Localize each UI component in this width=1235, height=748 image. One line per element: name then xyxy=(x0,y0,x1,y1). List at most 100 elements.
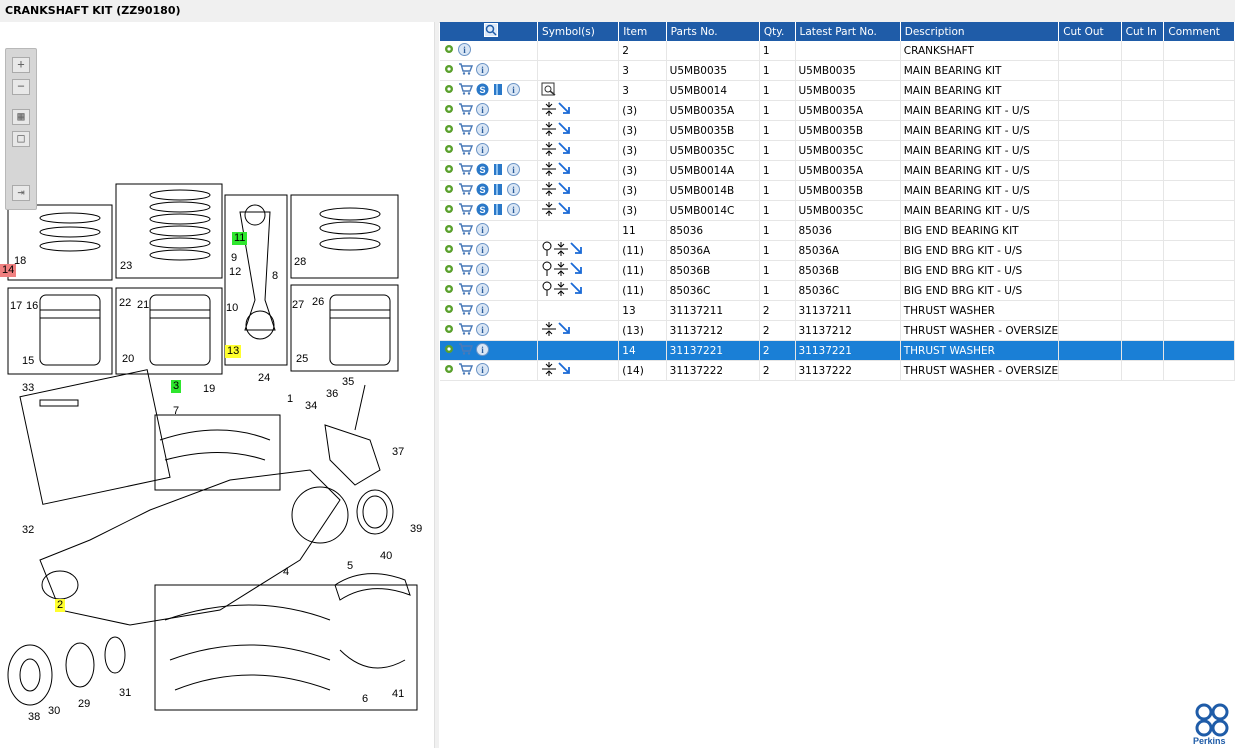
callout-7[interactable]: 7 xyxy=(173,405,180,417)
cart-icon[interactable] xyxy=(458,223,474,238)
service-icon[interactable]: S xyxy=(476,203,489,219)
info-icon[interactable]: i xyxy=(476,142,489,159)
cut-range-icon[interactable] xyxy=(541,181,557,200)
column-header-cut-out[interactable]: Cut Out xyxy=(1058,22,1122,41)
arrow-link-icon[interactable] xyxy=(557,361,573,380)
callout-35[interactable]: 35 xyxy=(342,376,355,388)
callout-9[interactable]: 9 xyxy=(231,252,238,264)
arrow-link-icon[interactable] xyxy=(569,241,585,260)
cut-range-icon[interactable] xyxy=(553,261,569,280)
callout-27[interactable]: 27 xyxy=(292,299,305,311)
service-icon[interactable]: S xyxy=(476,163,489,179)
info-icon[interactable]: i xyxy=(476,62,489,79)
callout-36[interactable]: 36 xyxy=(326,388,339,400)
diagram-pane[interactable]: + − ▦ □ ⇥ 14 18 23 28 11 9 12 8 10 13 17… xyxy=(0,22,434,748)
cart-icon[interactable] xyxy=(458,363,474,378)
cart-icon[interactable] xyxy=(458,83,474,98)
callout-26[interactable]: 26 xyxy=(312,296,325,308)
zoom-in-icon[interactable]: + xyxy=(12,57,30,73)
pin-icon[interactable] xyxy=(541,281,553,300)
info-icon[interactable]: i xyxy=(476,342,489,359)
arrow-link-icon[interactable] xyxy=(557,101,573,120)
info-icon[interactable]: i xyxy=(507,182,520,199)
cart-icon[interactable] xyxy=(458,183,474,198)
gear-icon[interactable] xyxy=(443,143,455,158)
cart-icon[interactable] xyxy=(458,283,474,298)
gear-icon[interactable] xyxy=(443,63,455,78)
book-icon[interactable] xyxy=(492,83,504,99)
gear-icon[interactable] xyxy=(443,363,455,378)
actual-size-icon[interactable]: □ xyxy=(12,131,30,147)
cut-range-icon[interactable] xyxy=(553,241,569,260)
callout-30[interactable]: 30 xyxy=(48,705,61,717)
cart-icon[interactable] xyxy=(458,203,474,218)
service-icon[interactable]: S xyxy=(476,183,489,199)
callout-20[interactable]: 20 xyxy=(122,353,135,365)
cart-icon[interactable] xyxy=(458,243,474,258)
cart-icon[interactable] xyxy=(458,263,474,278)
info-icon[interactable]: i xyxy=(476,362,489,379)
callout-5[interactable]: 5 xyxy=(347,560,354,572)
arrow-link-icon[interactable] xyxy=(557,141,573,160)
arrow-link-icon[interactable] xyxy=(569,261,585,280)
cart-icon[interactable] xyxy=(458,103,474,118)
drawing-reference-icon[interactable] xyxy=(541,82,557,99)
callout-11[interactable]: 11 xyxy=(232,232,248,245)
callout-37[interactable]: 37 xyxy=(392,446,405,458)
callout-41[interactable]: 41 xyxy=(392,688,405,700)
service-icon[interactable]: S xyxy=(476,83,489,99)
column-header-comment[interactable]: Comment xyxy=(1163,22,1235,41)
cart-icon[interactable] xyxy=(458,343,474,358)
callout-25[interactable]: 25 xyxy=(296,353,309,365)
gear-icon[interactable] xyxy=(443,243,455,258)
gear-icon[interactable] xyxy=(443,123,455,138)
column-header-cut-in[interactable]: Cut In xyxy=(1121,22,1165,41)
cut-range-icon[interactable] xyxy=(541,201,557,220)
column-header-symbols[interactable]: Symbol(s) xyxy=(537,22,620,41)
callout-28[interactable]: 28 xyxy=(294,256,307,268)
gear-icon[interactable] xyxy=(443,223,455,238)
callout-14[interactable]: 14 xyxy=(0,264,17,277)
arrow-link-icon[interactable] xyxy=(557,321,573,340)
callout-29[interactable]: 29 xyxy=(78,698,91,710)
callout-33[interactable]: 33 xyxy=(22,382,35,394)
gear-icon[interactable] xyxy=(443,163,455,178)
column-header-qty[interactable]: Qty. xyxy=(759,22,796,41)
cart-icon[interactable] xyxy=(458,323,474,338)
search-icon[interactable] xyxy=(483,23,498,37)
arrow-link-icon[interactable] xyxy=(557,121,573,140)
info-icon[interactable]: i xyxy=(458,42,471,59)
pin-icon[interactable] xyxy=(541,261,553,280)
cut-range-icon[interactable] xyxy=(553,281,569,300)
gear-icon[interactable] xyxy=(443,103,455,118)
cut-range-icon[interactable] xyxy=(541,161,557,180)
callout-39[interactable]: 39 xyxy=(410,523,423,535)
callout-8[interactable]: 8 xyxy=(272,270,279,282)
cart-icon[interactable] xyxy=(458,123,474,138)
gear-icon[interactable] xyxy=(443,203,455,218)
callout-3[interactable]: 3 xyxy=(171,380,182,393)
info-icon[interactable]: i xyxy=(476,242,489,259)
cut-range-icon[interactable] xyxy=(541,321,557,340)
column-header-icons[interactable] xyxy=(440,22,539,41)
cut-range-icon[interactable] xyxy=(541,141,557,160)
info-icon[interactable]: i xyxy=(476,222,489,239)
callout-31[interactable]: 31 xyxy=(119,687,132,699)
callout-19[interactable]: 19 xyxy=(203,383,216,395)
callout-23[interactable]: 23 xyxy=(120,260,133,272)
callout-2[interactable]: 2 xyxy=(55,599,66,612)
